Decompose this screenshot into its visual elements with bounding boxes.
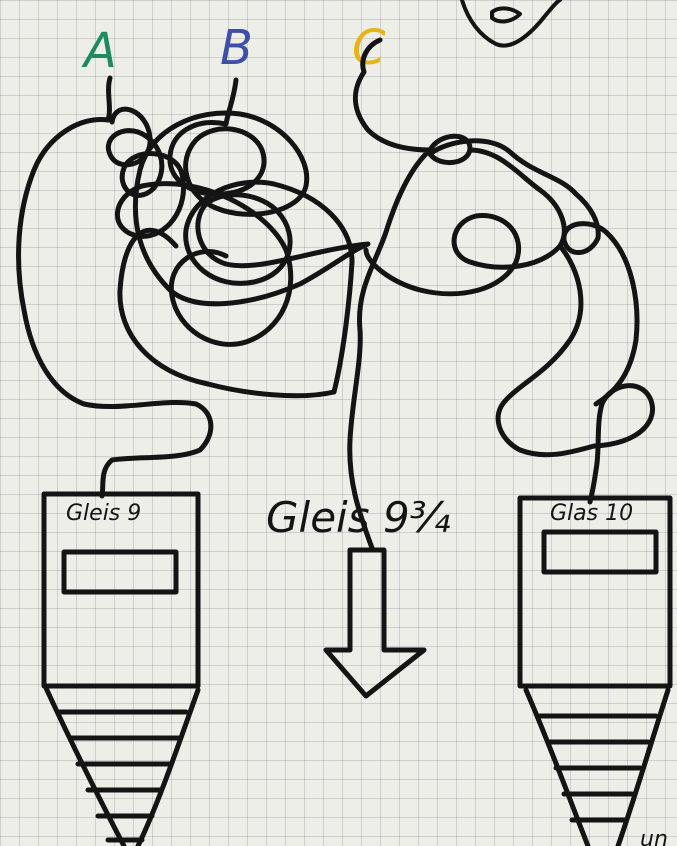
- gate-right-box: [520, 498, 670, 686]
- gate-right: Glas 10: [520, 498, 670, 846]
- letter-b: B: [220, 20, 253, 76]
- gate-left-panel: [64, 552, 176, 592]
- gate-left: Gleis 9: [44, 494, 198, 846]
- gate-left-label: Gleis 9: [66, 501, 141, 526]
- corner-scribble: un: [640, 827, 668, 846]
- path-right: [498, 246, 652, 502]
- letter-a: A: [81, 23, 117, 79]
- down-arrow-icon: [326, 550, 424, 696]
- face-sketch: [462, 0, 560, 46]
- middle-track-label: Gleis 9¾: [266, 493, 451, 542]
- path-b: [120, 80, 368, 396]
- middle-track: Gleis 9¾: [266, 493, 451, 696]
- gate-right-panel: [544, 532, 656, 572]
- gate-right-label: Glas 10: [550, 501, 633, 526]
